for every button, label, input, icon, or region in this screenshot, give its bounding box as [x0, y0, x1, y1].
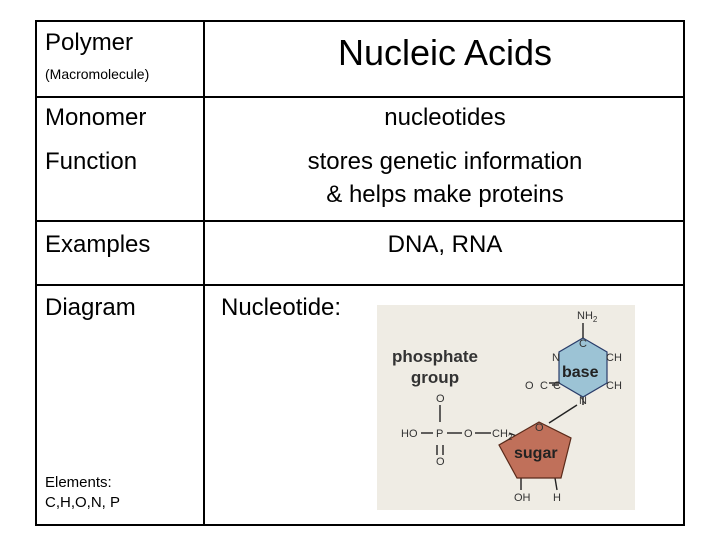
- svg-text:HO: HO: [401, 428, 418, 440]
- svg-text:O: O: [464, 428, 473, 440]
- row-divider: [37, 220, 683, 222]
- atom-labels: NH2 C N CH O C C CH N O HO P O CH2 O O O…: [401, 310, 622, 504]
- phosphate-group-label-line1: phosphate: [392, 347, 478, 366]
- sugar-label: sugar: [514, 445, 558, 462]
- nh2-label: NH2: [577, 310, 598, 324]
- monomer-label: Monomer: [45, 104, 147, 131]
- polymer-label: Polymer: [45, 29, 134, 56]
- ch2-label: CH2: [492, 428, 513, 442]
- svg-text:N: N: [552, 352, 560, 364]
- svg-text:O: O: [535, 422, 544, 434]
- svg-text:CH: CH: [606, 380, 622, 392]
- base-label: base: [562, 364, 599, 381]
- svg-text:N: N: [579, 395, 587, 407]
- row-divider: [37, 284, 683, 286]
- function-label: Function: [45, 148, 138, 175]
- svg-text:C: C: [540, 380, 548, 392]
- column-divider: [203, 22, 205, 524]
- nucleic-acids-table: Polymer (Macromolecule) Nucleic Acids Mo…: [35, 20, 685, 526]
- function-value-line2: & helps make proteins: [326, 181, 564, 208]
- elements-line1: Elements:: [45, 474, 112, 491]
- monomer-value: nucleotides: [384, 104, 506, 131]
- polymer-value: Nucleic Acids: [337, 32, 553, 73]
- phosphate-group-label-line2: group: [411, 368, 459, 387]
- svg-text:C: C: [579, 338, 587, 350]
- diagram-label: Diagram: [45, 294, 136, 321]
- bond-lines: [421, 323, 584, 491]
- svg-text:O: O: [436, 456, 445, 468]
- sugar-ring: [498, 421, 572, 479]
- svg-text:H: H: [553, 492, 561, 504]
- svg-text:C: C: [553, 380, 561, 392]
- examples-label: Examples: [45, 231, 151, 258]
- svg-text:O: O: [436, 393, 445, 405]
- svg-text:OH: OH: [514, 492, 531, 504]
- svg-text:P: P: [436, 428, 443, 440]
- macromolecule-sublabel: (Macromolecule): [45, 66, 150, 82]
- elements-line2: C,H,O,N, P: [45, 494, 121, 511]
- row-divider: [37, 96, 683, 98]
- nucleotide-caption: Nucleotide:: [221, 294, 342, 321]
- svg-text:O: O: [525, 380, 534, 392]
- svg-text:CH: CH: [606, 352, 622, 364]
- nucleotide-diagram: NH2 C N CH O C C CH N O HO P O CH2 O O O…: [377, 305, 635, 510]
- function-value-line1: stores genetic information: [307, 148, 583, 175]
- examples-value: DNA, RNA: [387, 231, 503, 258]
